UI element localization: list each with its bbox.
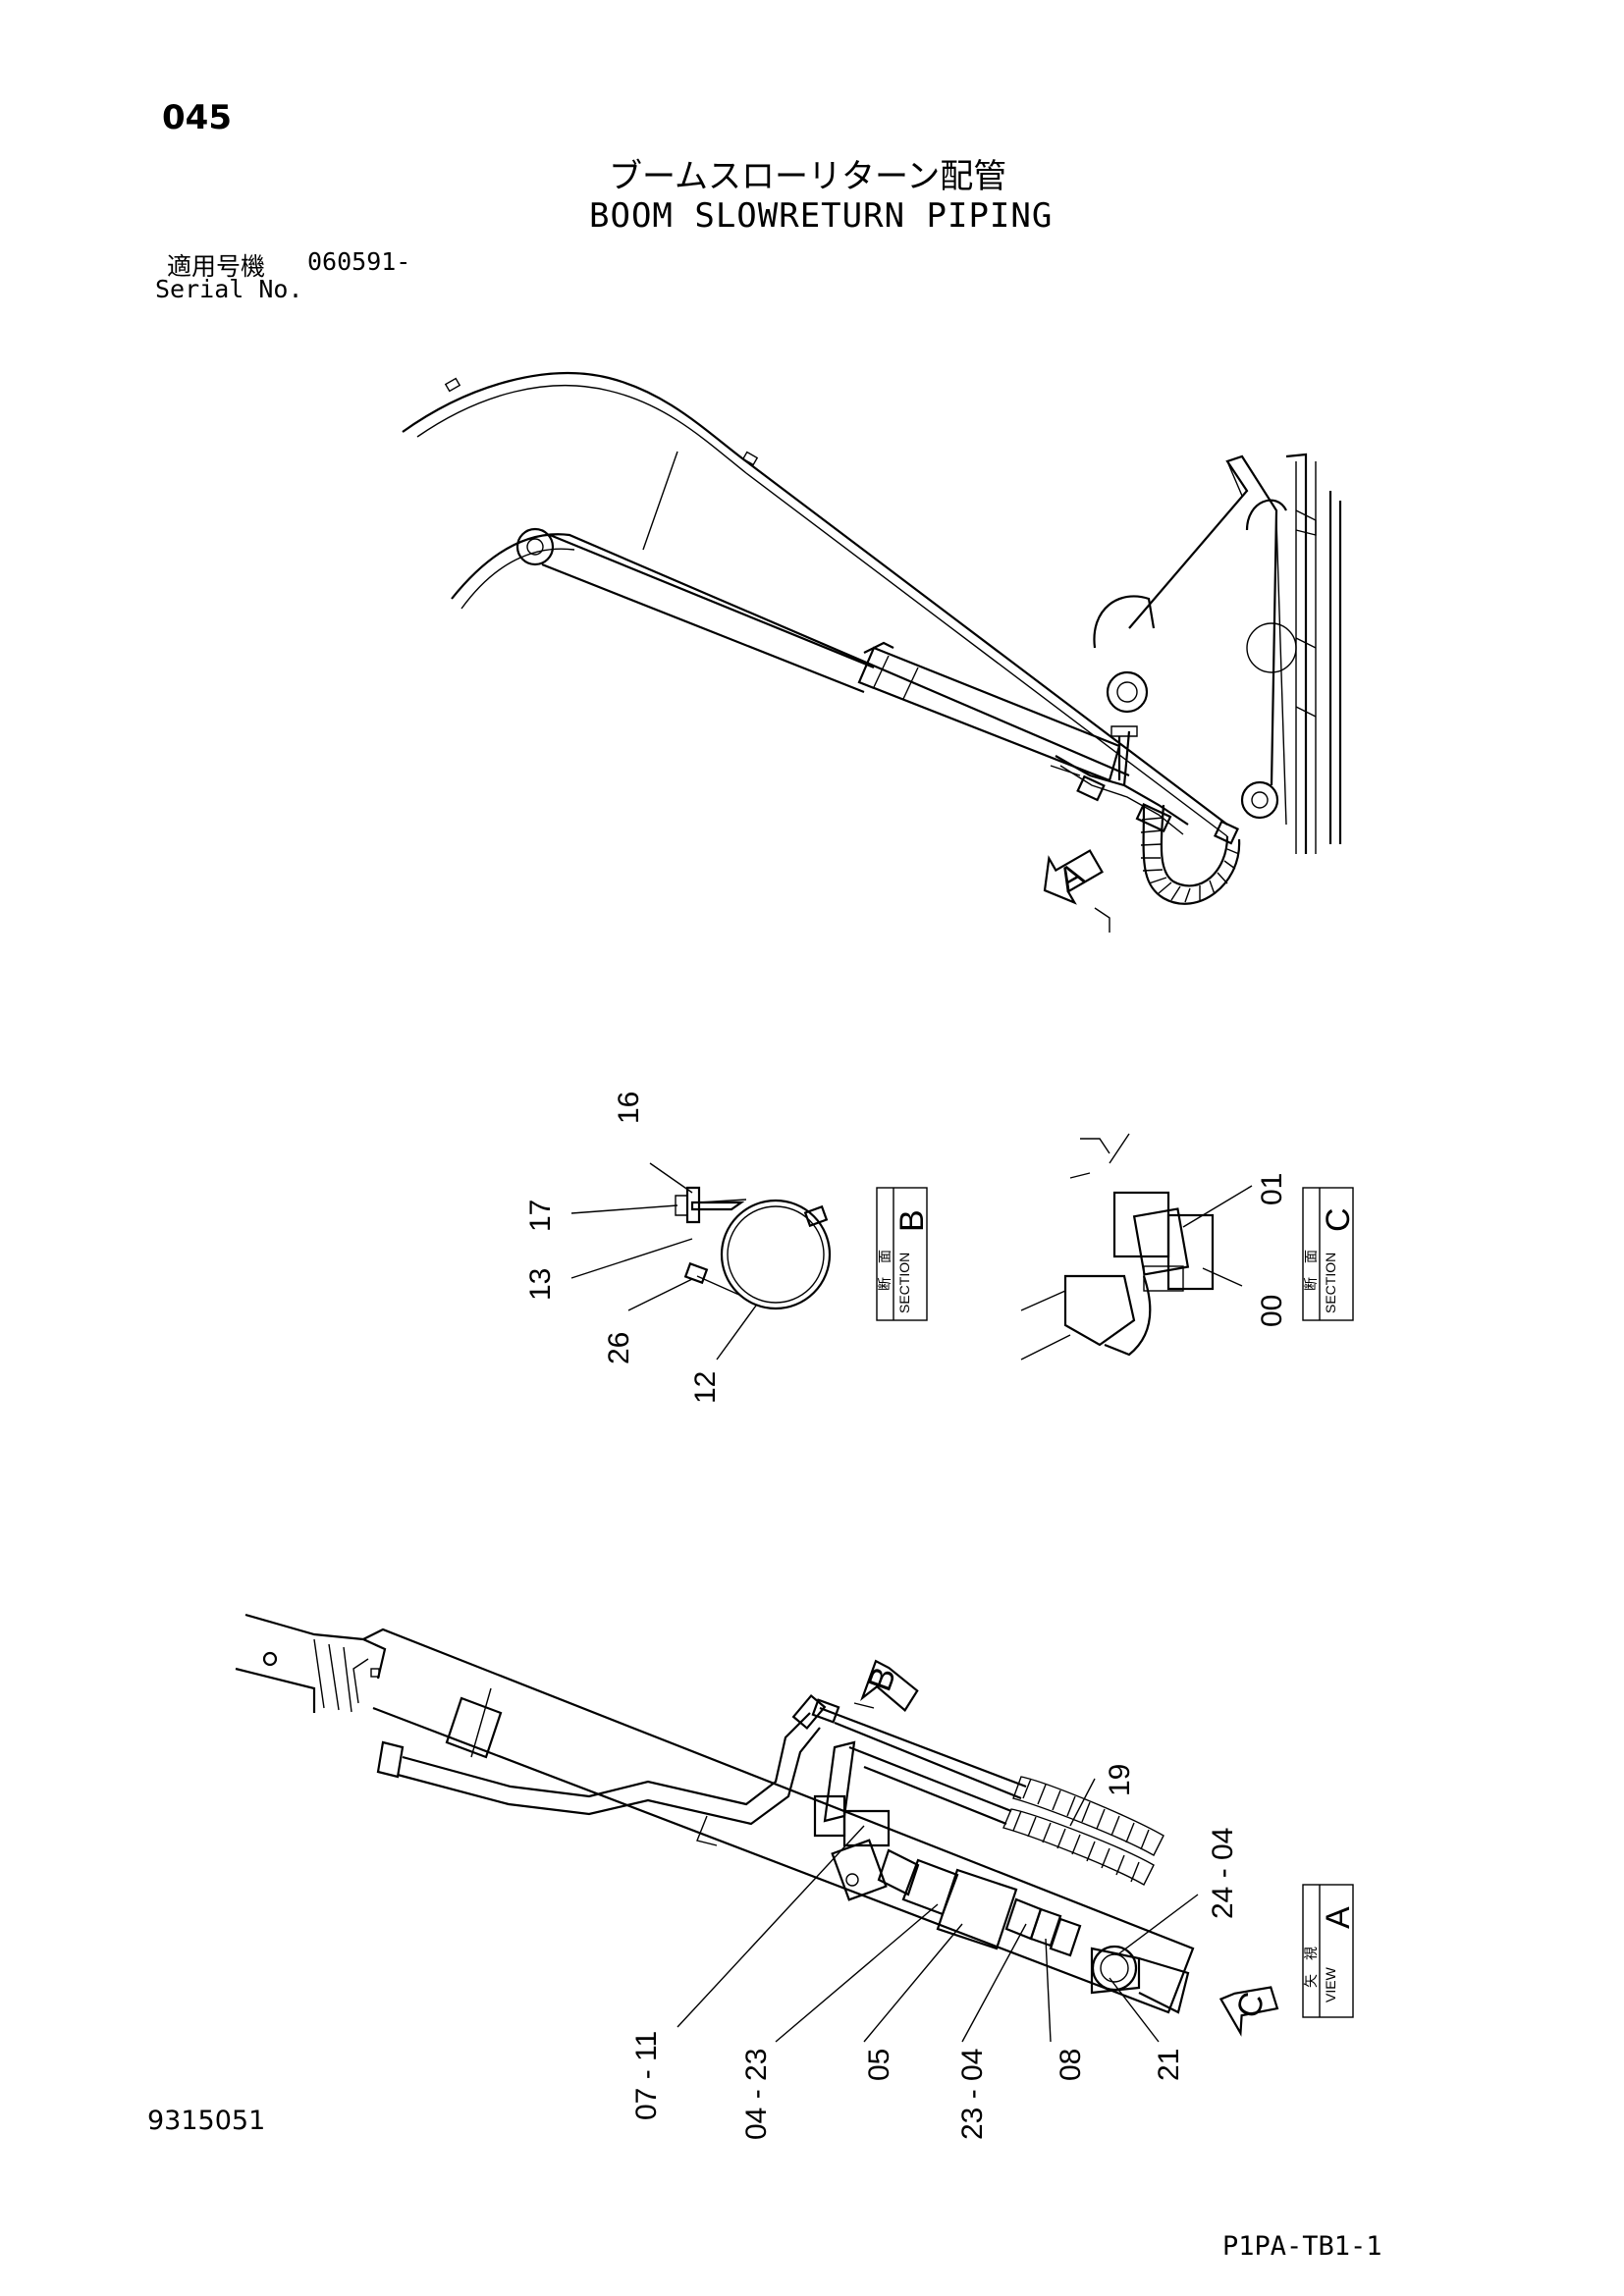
- part-label: 01: [1256, 1173, 1288, 1205]
- title-japanese: ブームスローリターン配管: [609, 157, 1007, 196]
- title-english: BOOM SLOWRETURN PIPING: [589, 196, 1054, 236]
- part-label: 07 - 11: [630, 2031, 663, 2120]
- section-b-tag: 断 面 SECTION B: [876, 1187, 931, 1321]
- view-arrow-b-label: B: [861, 1662, 903, 1695]
- svg-text:SECTION: SECTION: [1323, 1253, 1338, 1313]
- serial-label-english: Serial No.: [155, 275, 303, 303]
- view-arrow-c-label: C: [1229, 1988, 1272, 2023]
- serial-value: 060591-: [307, 247, 411, 276]
- part-label: 21: [1153, 2049, 1185, 2081]
- svg-text:矢 視: 矢 視: [1303, 1947, 1319, 1988]
- document-number: 9315051: [147, 2106, 266, 2136]
- svg-text:断 面: 断 面: [877, 1250, 893, 1291]
- svg-text:A: A: [1320, 1906, 1357, 1929]
- svg-text:B: B: [893, 1209, 931, 1232]
- section-b-view: 16 17 13 26 12 断 面 SECTION B: [524, 1092, 931, 1404]
- svg-text:VIEW: VIEW: [1323, 1966, 1338, 2002]
- part-label: 12: [689, 1371, 722, 1404]
- page-number: 045: [162, 98, 232, 137]
- view-a-view: B C 19 24 - 04 07 - 11 04 - 23 05 23 - 0…: [235, 1613, 1357, 2140]
- view-a-tag: 矢 視 VIEW A: [1302, 1884, 1357, 2018]
- svg-text:C: C: [1320, 1207, 1357, 1232]
- section-c-tag: 断 面 SECTION C: [1302, 1187, 1357, 1321]
- view-arrow-a-label: A: [1053, 855, 1091, 898]
- part-label: 00: [1256, 1295, 1288, 1327]
- part-label: 04 - 23: [740, 2049, 773, 2140]
- part-label: 13: [524, 1268, 557, 1301]
- part-label: 24 - 04: [1207, 1828, 1239, 1919]
- part-label: 08: [1055, 2049, 1087, 2081]
- part-label: 26: [603, 1332, 635, 1364]
- serial-label-japanese: 適用号機: [167, 252, 266, 281]
- part-label: 23 - 04: [956, 2049, 989, 2140]
- main-boom-view: A: [402, 372, 1342, 933]
- svg-text:断 面: 断 面: [1303, 1250, 1319, 1291]
- section-c-view: 01 00 断 面 SECTION C: [1020, 1133, 1357, 1361]
- part-label: 16: [613, 1092, 645, 1124]
- part-label: 05: [863, 2049, 895, 2081]
- sheet-code: P1PA-TB1-1: [1222, 2231, 1382, 2262]
- part-label: 19: [1104, 1764, 1136, 1796]
- part-label: 17: [524, 1200, 557, 1232]
- svg-text:SECTION: SECTION: [896, 1253, 912, 1313]
